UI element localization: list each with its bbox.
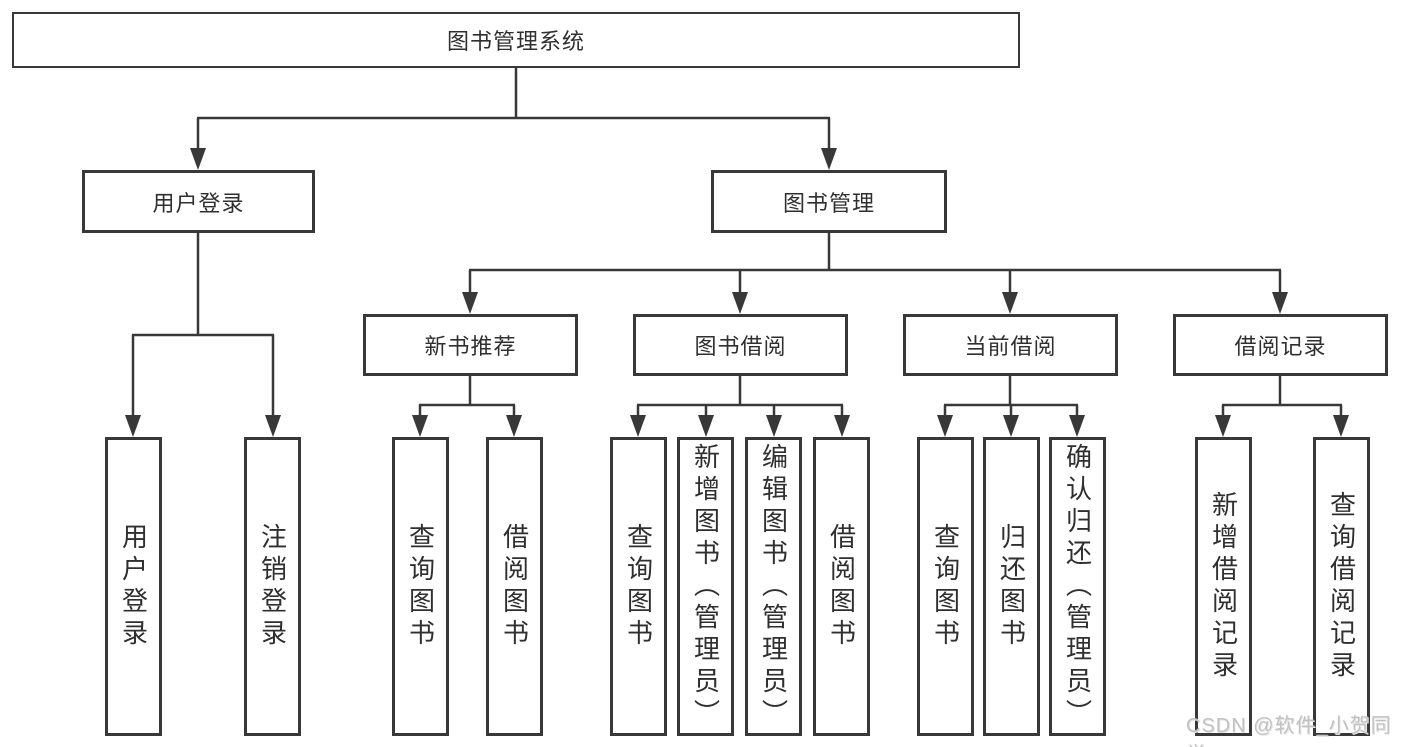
node-label: 用户登录 <box>152 190 245 216</box>
leaf-logout: 注销登录 <box>244 437 301 736</box>
arrow-down-icon <box>821 148 837 170</box>
leaf-label: 查询图书 <box>405 522 436 651</box>
arrow-down-icon <box>125 415 141 437</box>
leaf-add-borrow-record: 新增借阅记录 <box>1195 437 1252 736</box>
leaf-label: 新增图书（管理员） <box>690 442 721 731</box>
leaf-confirm-return-admin: 确认归还（管理员） <box>1049 437 1106 736</box>
arrow-down-icon <box>834 415 850 437</box>
leaf-label: 归还图书 <box>996 522 1027 651</box>
leaf-borrow-book-1: 借阅图书 <box>486 437 543 736</box>
leaf-label: 借阅图书 <box>826 522 857 651</box>
node-book-management: 图书管理 <box>711 170 947 233</box>
arrow-down-icon <box>732 292 748 314</box>
arrow-down-icon <box>1069 415 1085 437</box>
node-label: 图书管理系统 <box>446 29 585 54</box>
node-current-borrow: 当前借阅 <box>903 314 1118 376</box>
arrow-down-icon <box>937 415 953 437</box>
node-label: 借阅记录 <box>1234 334 1327 359</box>
arrow-down-icon <box>630 415 646 437</box>
node-borrow-records: 借阅记录 <box>1173 314 1388 376</box>
leaf-label: 注销登录 <box>257 522 288 651</box>
csdn-watermark: CSDN @软件_小贺同学 <box>1186 715 1392 747</box>
arrow-down-icon <box>190 148 206 170</box>
leaf-user-login: 用户登录 <box>105 437 162 736</box>
node-label: 图书管理 <box>782 190 875 216</box>
leaf-add-book-admin: 新增图书（管理员） <box>677 437 734 736</box>
arrow-down-icon <box>265 415 281 437</box>
leaf-query-book-1: 查询图书 <box>392 437 449 736</box>
arrow-down-icon <box>698 415 714 437</box>
arrow-down-icon <box>1003 415 1019 437</box>
arrow-down-icon <box>412 415 428 437</box>
connector-paths <box>131 68 1343 419</box>
leaf-return-book: 归还图书 <box>983 437 1040 736</box>
node-label: 当前借阅 <box>964 334 1057 359</box>
node-user-login: 用户登录 <box>82 170 315 233</box>
leaf-label: 编辑图书（管理员） <box>758 442 789 731</box>
node-new-book-recommend: 新书推荐 <box>363 314 578 376</box>
arrow-down-icon <box>462 292 478 314</box>
leaf-label: 查询图书 <box>930 522 961 651</box>
leaf-label: 查询图书 <box>623 522 654 651</box>
arrow-down-icon <box>1002 292 1018 314</box>
leaf-query-borrow-record: 查询借阅记录 <box>1313 437 1370 736</box>
node-label: 图书借阅 <box>694 334 787 359</box>
leaf-borrow-book-2: 借阅图书 <box>813 437 870 736</box>
arrow-down-icon <box>1333 415 1349 437</box>
node-book-borrow: 图书借阅 <box>633 314 848 376</box>
arrow-down-icon <box>1272 292 1288 314</box>
node-root-system: 图书管理系统 <box>12 12 1020 68</box>
leaf-label: 新增借阅记录 <box>1208 490 1239 683</box>
leaf-label: 借阅图书 <box>499 522 530 651</box>
leaf-label: 确认归还（管理员） <box>1062 442 1093 731</box>
leaf-query-book-3: 查询图书 <box>917 437 974 736</box>
arrowheads <box>125 148 1349 437</box>
leaf-label: 用户登录 <box>118 522 149 651</box>
arrow-down-icon <box>1215 415 1231 437</box>
arrow-down-icon <box>506 415 522 437</box>
leaf-edit-book-admin: 编辑图书（管理员） <box>745 437 802 736</box>
node-label: 新书推荐 <box>424 334 517 359</box>
leaf-label: 查询借阅记录 <box>1326 490 1357 683</box>
leaf-query-book-2: 查询图书 <box>610 437 667 736</box>
arrow-down-icon <box>766 415 782 437</box>
